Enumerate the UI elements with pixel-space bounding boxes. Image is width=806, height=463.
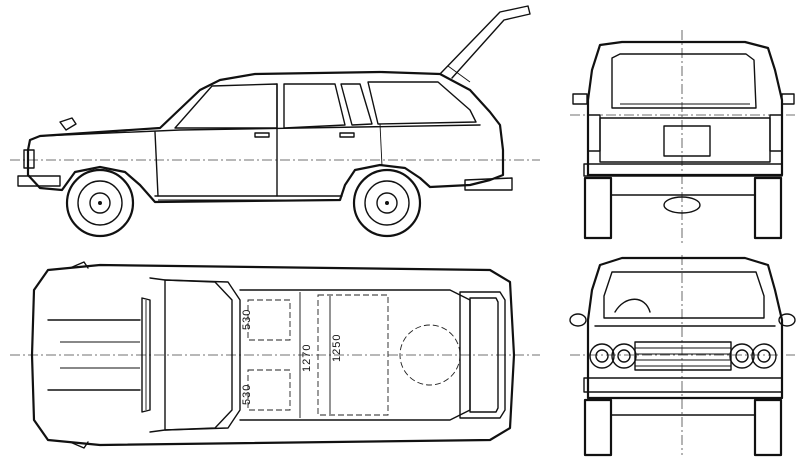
- rear-wheel: [352, 168, 422, 238]
- headlamps: [589, 343, 777, 369]
- license-plate: [663, 125, 711, 157]
- quarter-window: [340, 83, 373, 126]
- dim-interior-width-front: 1270: [301, 344, 313, 372]
- middle-window: [283, 83, 346, 129]
- top-view: 530 530 1270 1250: [10, 261, 540, 449]
- dim-seat-front: 530: [241, 309, 253, 330]
- front-windshield: [603, 271, 765, 319]
- windshield: [164, 279, 233, 431]
- grille: [634, 341, 732, 371]
- rear-view: [570, 30, 795, 245]
- side-view: [10, 5, 540, 238]
- front-view: [569, 255, 796, 457]
- rear-glass: [611, 53, 757, 109]
- rear-hatch: [459, 291, 506, 419]
- open-tailgate: [439, 5, 531, 79]
- rear-window: [367, 81, 477, 125]
- dim-interior-width-rear: 1250: [331, 334, 343, 362]
- dim-seat-rear: 530: [241, 384, 253, 405]
- front-wheel: [65, 168, 135, 238]
- front-window: [174, 83, 278, 129]
